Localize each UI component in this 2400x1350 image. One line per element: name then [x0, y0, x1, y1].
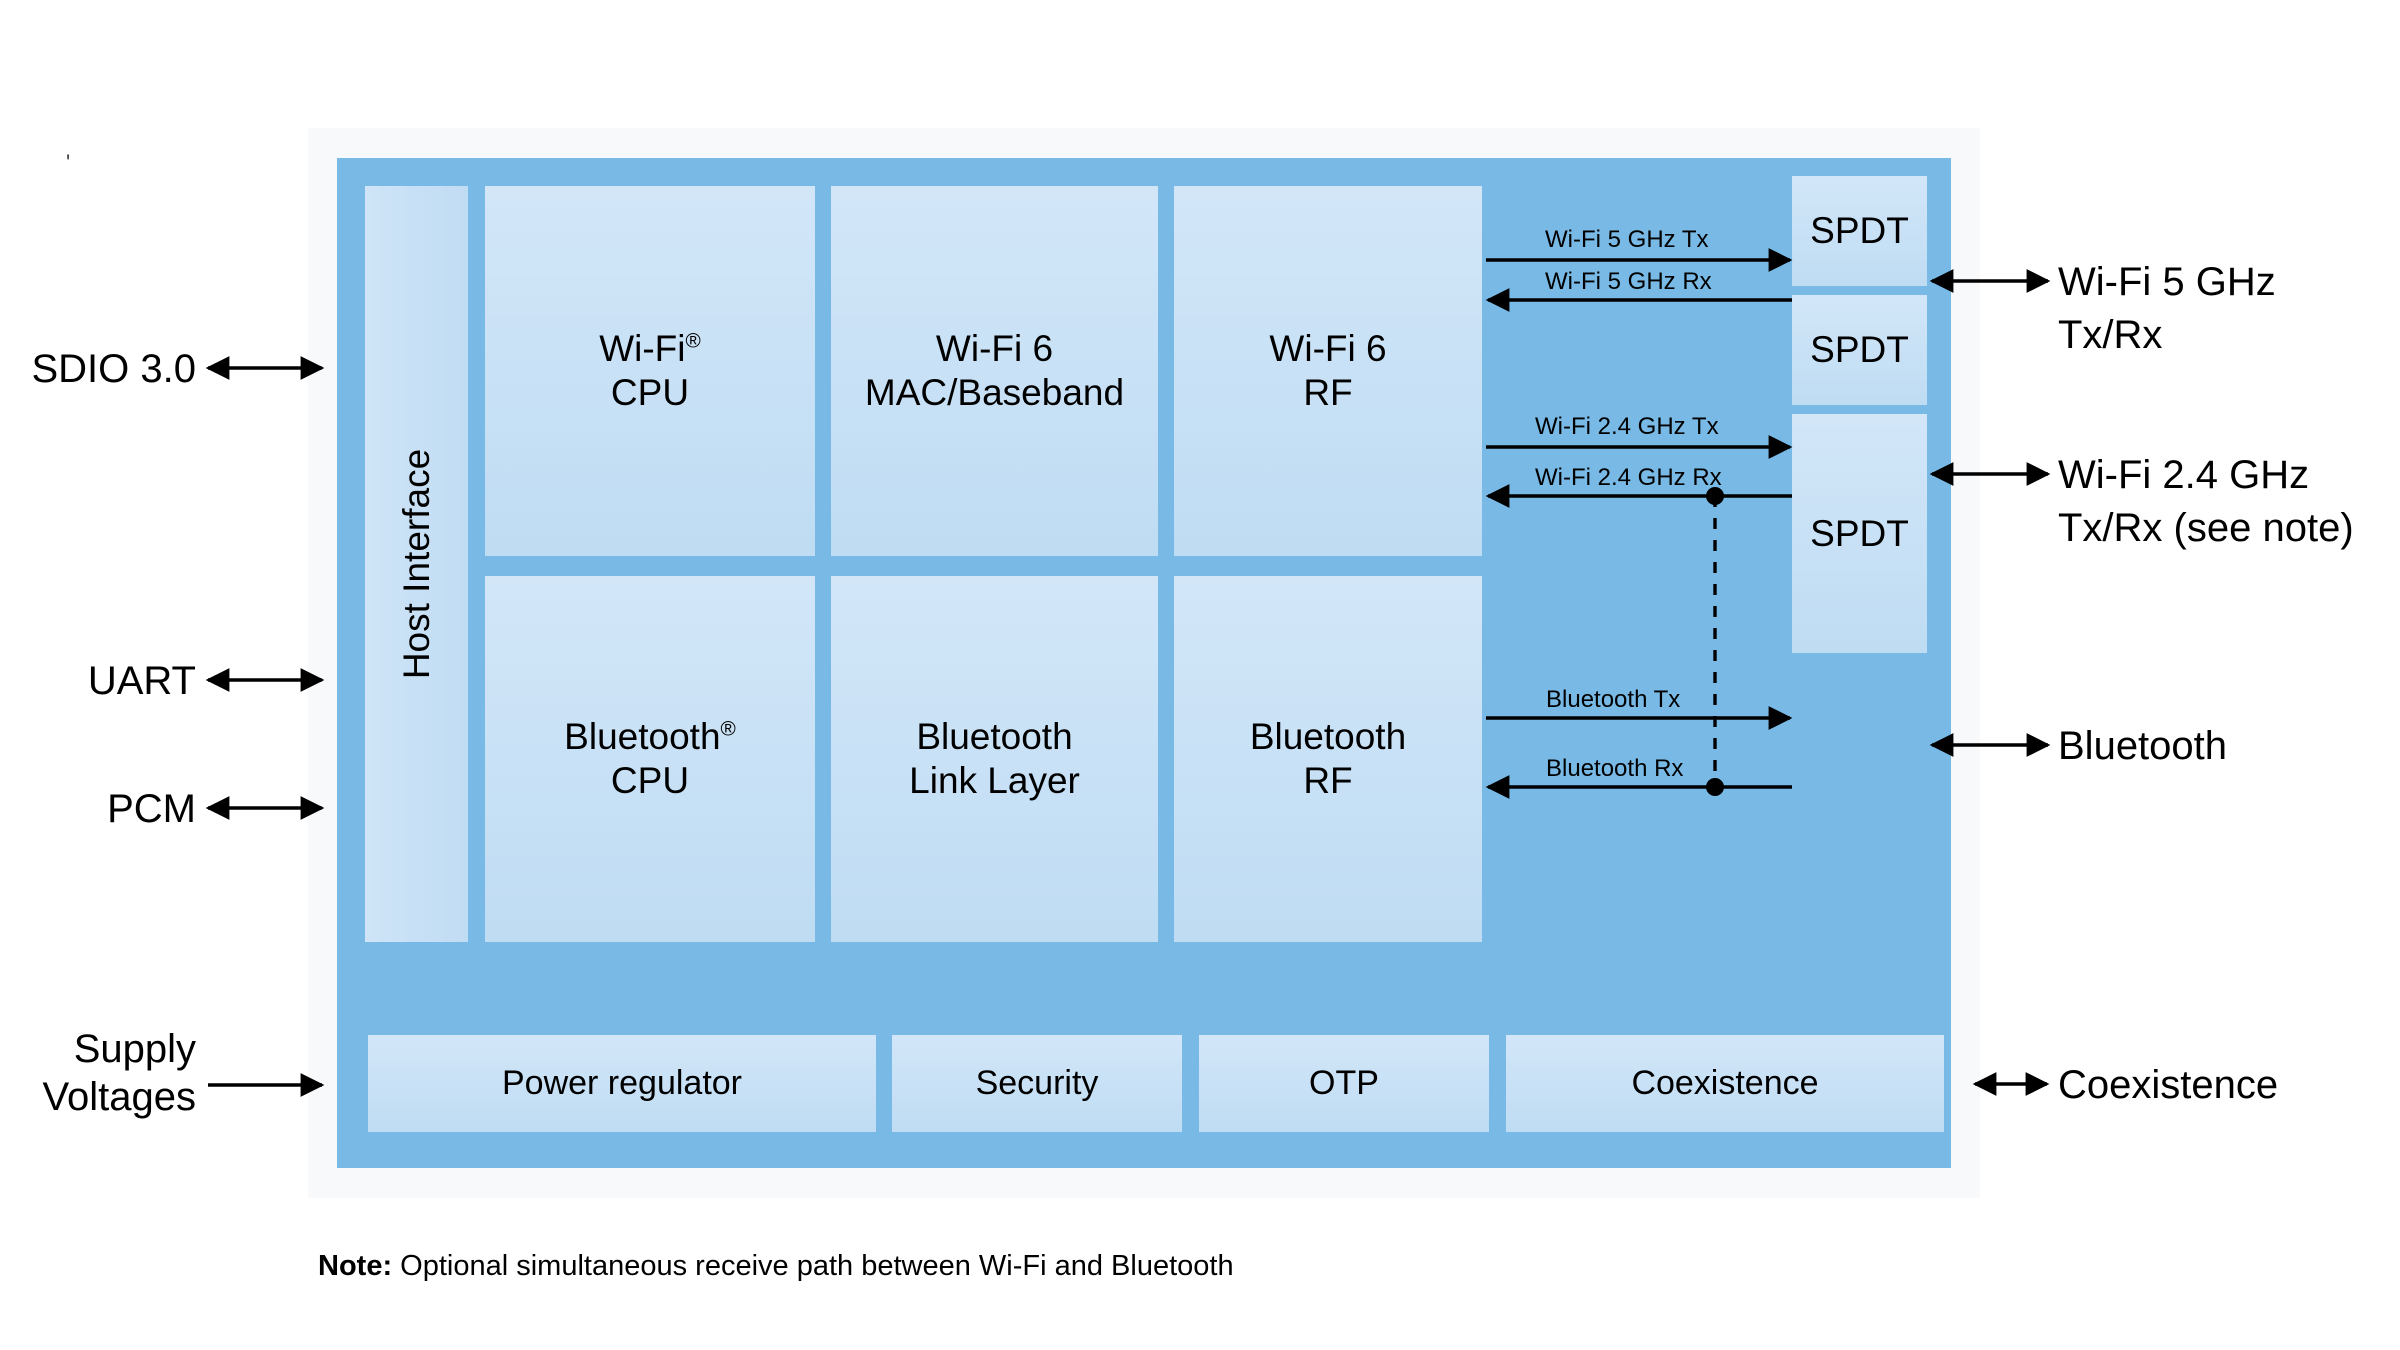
block-otp[interactable]: OTP: [1199, 1035, 1489, 1132]
block-otp-label: OTP: [1309, 1064, 1379, 1103]
left-port-label-uart: UART: [88, 659, 196, 703]
block-bluetooth-cpu-line2: CPU: [610, 760, 690, 801]
block-coexistence-label: Coexistence: [1631, 1064, 1819, 1103]
block-bluetooth-cpu[interactable]: Bluetooth® CPU: [485, 576, 815, 942]
block-host-interface-label: Host Interface: [395, 448, 437, 680]
block-wifi-cpu[interactable]: Wi-Fi® CPU: [485, 186, 815, 556]
block-spdt-bluetooth[interactable]: SPDT: [1792, 414, 1927, 653]
block-wifi6-rf-line2: RF: [1303, 372, 1353, 413]
diagram-note-text: Optional simultaneous receive path betwe…: [392, 1250, 1234, 1282]
block-host-interface[interactable]: Host Interface: [365, 186, 468, 942]
registered-icon: ®: [685, 330, 701, 354]
block-power-regulator[interactable]: Power regulator: [368, 1035, 876, 1132]
left-port-label-supply-line2: Voltages: [43, 1075, 196, 1119]
block-spdt-wifi-5ghz[interactable]: SPDT: [1792, 176, 1927, 286]
block-wifi6-rf-line1: Wi-Fi 6: [1269, 328, 1387, 370]
block-power-regulator-label: Power regulator: [501, 1064, 742, 1103]
block-security[interactable]: Security: [892, 1035, 1182, 1132]
block-wifi-cpu-line1: Wi-Fi: [599, 328, 686, 370]
block-bt-link-line1: Bluetooth: [916, 716, 1073, 758]
block-coexistence[interactable]: Coexistence: [1506, 1035, 1944, 1132]
right-port-label-wifi24-line1: Wi-Fi 2.4 GHz: [2058, 453, 2309, 497]
block-spdt-wifi-24ghz[interactable]: SPDT: [1792, 295, 1927, 405]
right-port-label-wifi24-line2: Tx/Rx (see note): [2058, 506, 2354, 550]
block-bluetooth-rf[interactable]: Bluetooth RF: [1174, 576, 1482, 942]
block-wifi6-mac-baseband[interactable]: Wi-Fi 6 MAC/Baseband: [831, 186, 1158, 556]
block-wifi6-mac-line1: Wi-Fi 6: [935, 328, 1054, 370]
right-port-label-wifi5-line2: Tx/Rx: [2058, 313, 2162, 357]
block-wifi6-mac-line2: MAC/Baseband: [864, 372, 1125, 413]
right-port-label-bluetooth: Bluetooth: [2058, 724, 2227, 768]
left-port-label-pcm: PCM: [107, 787, 196, 831]
left-port-label-supply-line1: Supply: [74, 1027, 196, 1071]
block-security-label: Security: [975, 1064, 1099, 1103]
block-spdt-wifi-24ghz-label: SPDT: [1810, 329, 1909, 371]
block-bt-rf-line2: RF: [1303, 760, 1353, 801]
diagram-note-prefix: Note:: [318, 1250, 393, 1282]
block-bluetooth-link-layer[interactable]: Bluetooth Link Layer: [831, 576, 1158, 942]
stray-mark: ': [66, 150, 71, 175]
right-port-label-wifi5-line1: Wi-Fi 5 GHz: [2058, 260, 2276, 304]
block-bt-link-line2: Link Layer: [909, 760, 1080, 801]
registered-icon: ®: [720, 718, 736, 742]
left-port-label-sdio: SDIO 3.0: [31, 347, 196, 391]
block-wifi6-rf[interactable]: Wi-Fi 6 RF: [1174, 186, 1482, 556]
right-port-label-coexistence: Coexistence: [2058, 1063, 2278, 1107]
block-spdt-wifi-5ghz-label: SPDT: [1810, 210, 1909, 252]
block-bluetooth-cpu-line1: Bluetooth: [564, 716, 721, 758]
block-spdt-bluetooth-label: SPDT: [1810, 512, 1909, 554]
block-bt-rf-line1: Bluetooth: [1249, 716, 1407, 758]
diagram-note: Note: Optional simultaneous receive path…: [318, 1250, 1234, 1283]
block-wifi-cpu-line2: CPU: [610, 372, 690, 413]
